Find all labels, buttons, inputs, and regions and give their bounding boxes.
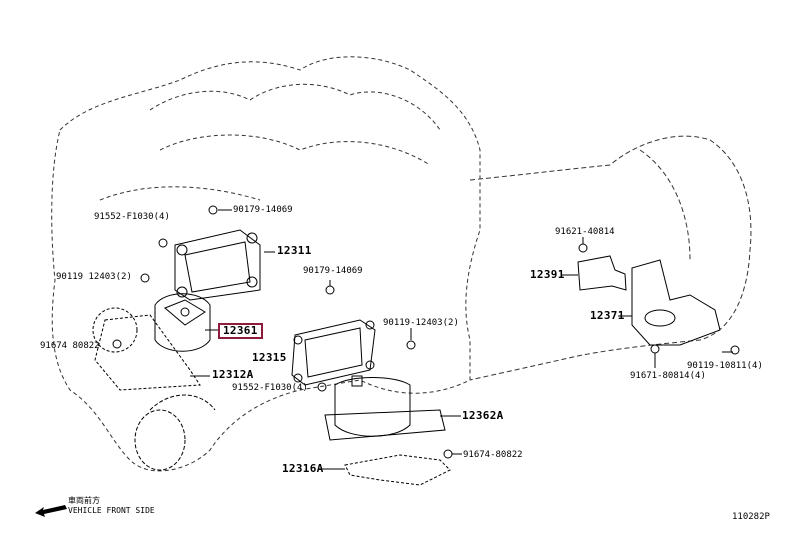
part-label-12371: 12371 — [590, 309, 625, 322]
part-label-91621-40814: 91621-40814 — [555, 227, 615, 237]
part-label-12391: 12391 — [530, 268, 565, 281]
direction-label-en: VEHICLE FRONT SIDE — [68, 506, 155, 515]
part-label-90119-12403-mid: 90119-12403(2) — [383, 318, 459, 328]
bracket-12391 — [577, 255, 627, 291]
part-label-91674-80822-bottom: 91674-80822 — [463, 450, 523, 460]
mount-12371 — [631, 259, 721, 346]
part-label-90179-14069-top: 90179-14069 — [233, 205, 293, 215]
figure-id: 110282P — [732, 512, 770, 522]
engine-mount-12361 — [154, 293, 211, 352]
leader-lines — [190, 209, 733, 470]
part-label-12315: 12315 — [252, 351, 287, 364]
direction-label-jp: 車両前方 — [68, 496, 100, 505]
part-label-12316A: 12316A — [282, 462, 324, 475]
part-label-91674-80822-left: 91674 80822 — [40, 341, 100, 351]
arrow-left-icon — [35, 505, 67, 517]
bracket-12311 — [174, 229, 261, 301]
part-label-91671-80814: 91671-80814(4) — [630, 371, 706, 381]
engine-outline — [51, 56, 481, 472]
engine-mount-12362A — [324, 375, 446, 441]
transmission-outline — [469, 135, 752, 381]
part-label-91552-f1030-top: 91552-F1030(4) — [94, 212, 170, 222]
bolts — [112, 205, 740, 459]
part-label-12362A: 12362A — [462, 409, 504, 422]
part-label-90179-14069-mid: 90179-14069 — [303, 266, 363, 276]
plate-12312A — [92, 307, 201, 391]
bracket-12315 — [291, 319, 376, 386]
part-label-90119-10811: 90119-10811(4) — [687, 361, 763, 371]
intake-pipe — [134, 394, 216, 471]
part-label-91552-f1030-mid: 91552-F1030(4) — [232, 383, 308, 393]
part-label-90119-12403-left: 90119 12403(2) — [56, 272, 132, 282]
part-label-12361-highlighted[interactable]: 12361 — [218, 323, 263, 339]
plate-12316A — [344, 454, 451, 486]
part-label-12311: 12311 — [277, 244, 312, 257]
part-label-12312A: 12312A — [212, 368, 254, 381]
